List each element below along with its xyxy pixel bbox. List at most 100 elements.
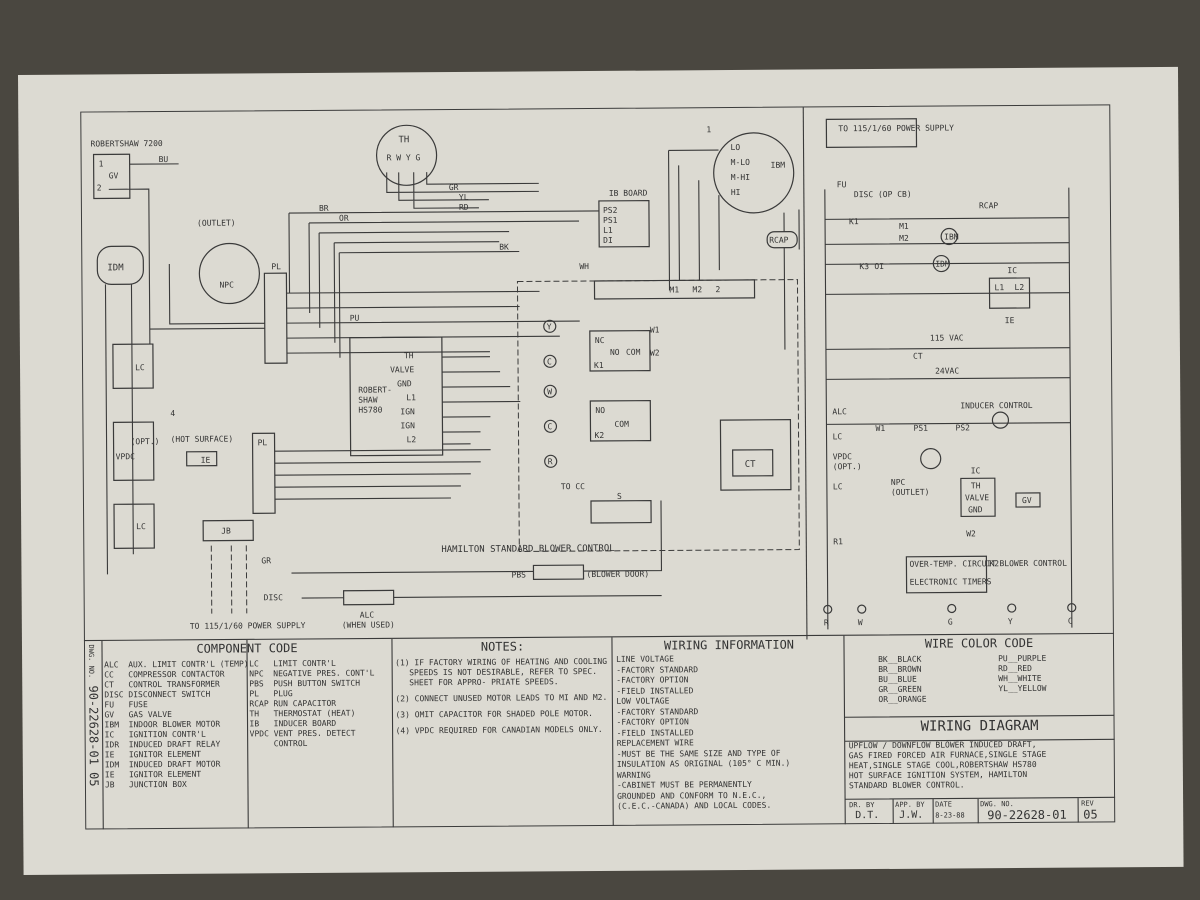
alc-note: (WHEN USED) [342, 620, 395, 629]
note-item: (2) CONNECT UNUSED MOTOR LEADS TO MI AND… [395, 692, 608, 704]
svg-text:L2: L2 [407, 435, 417, 444]
lc-label-1: LC [135, 363, 145, 372]
wiring-diagram-sheet: ROBERTSHAW 7200 1 GV 2 BU IDM TH R W Y G… [18, 66, 1184, 875]
jb-disc-label: DISC [264, 593, 284, 602]
blower-control-label: HAMILTON STANDARD BLOWER CONTROL [441, 544, 614, 555]
callout-4: 4 [170, 409, 175, 418]
relay-k1-com: COM [626, 348, 641, 357]
ladder-power-supply-box [825, 118, 918, 148]
control-transformer [732, 449, 774, 477]
ladder-m2-label: M2 [899, 234, 909, 243]
ladder-oi-label: OI [874, 262, 884, 271]
wire-label-wh: WH [579, 262, 589, 271]
diagram-title: WIRING DIAGRAM [920, 717, 1039, 735]
dr-by-label: DR. BY [849, 801, 875, 810]
ladder-idm-label: IDM [935, 259, 950, 268]
robertshaw-hs780 [349, 336, 444, 457]
wiring-info-line: (C.E.C.-CANADA) AND LOCAL CODES. [617, 800, 772, 811]
wire-label-bk: BK [499, 243, 509, 252]
hs780-label-3: HS780 [358, 405, 382, 414]
svg-text:IGN: IGN [400, 407, 415, 416]
blower-motor [713, 132, 795, 214]
thermostat-terminals: R W Y G [387, 153, 421, 162]
side-title-block: DWG. NO. 90-22628-01 05 [86, 644, 101, 824]
svg-text:GND: GND [397, 379, 412, 388]
motor-tap-hi: HI [731, 188, 741, 197]
ladder-inducer-control [991, 411, 1010, 429]
dwg-no-value: 90-22628-01 [987, 807, 1067, 823]
alc-label: ALC [360, 611, 375, 620]
relay-k2-com: COM [614, 420, 629, 429]
ib-board-title: IB BOARD [609, 189, 648, 198]
hs780-label: ROBERT- [358, 385, 392, 394]
s-terminal-label: S [617, 492, 622, 501]
relay-k1-k1: K1 [594, 361, 604, 370]
ladder-blower-control-box [905, 555, 988, 594]
ib-pin-ps1: PS1 [603, 216, 618, 225]
svg-text:(OPT.): (OPT.) [833, 462, 862, 471]
motor-tap-mhi: M-HI [731, 173, 751, 182]
component-code-row: NPC NEGATIVE PRES. CONT'L [249, 668, 375, 679]
ladder-k1-label: K1 [849, 217, 859, 226]
svg-text:LC: LC [833, 432, 843, 441]
relay-k2 [589, 399, 652, 442]
svg-text:Y: Y [1008, 617, 1013, 626]
date-label: DATE [935, 800, 953, 809]
ib-pin-di: DI [603, 236, 613, 245]
pbs-label: PBS [511, 570, 526, 579]
wiring-info-list: LINE VOLTAGE-FACTORY STANDARD-FACTORY OP… [616, 653, 843, 812]
svg-text:Y: Y [547, 322, 552, 331]
rcap-label: RCAP [769, 236, 789, 245]
component-code-left: ALC AUX. LIMIT CONTR'L (TEMP)CC COMPRESS… [104, 659, 250, 790]
callout-1: 1 [706, 125, 711, 134]
app-by-label: APP. BY [895, 800, 925, 809]
diagram-description: UPFLOW / DOWNFLOW BLOWER INDUCED DRAFT,G… [849, 739, 1111, 791]
svg-text:C: C [1068, 617, 1073, 626]
ladder-m1-label: M1 [899, 222, 909, 231]
gv-pin-1: 1 [99, 159, 104, 168]
ib-pin-l1: L1 [603, 226, 613, 235]
m1-label: M1 [669, 285, 679, 294]
jb-gr-label: GR [261, 556, 271, 565]
ladder-npc-label: NPC [891, 478, 906, 487]
blower-control-bottom-strip [590, 499, 652, 524]
svg-text:W: W [547, 387, 552, 396]
relay-k2-k2: K2 [594, 431, 604, 440]
ladder-power-label: TO 115/1/60 POWER SUPPLY [838, 123, 954, 133]
notes-title: NOTES: [480, 639, 525, 654]
ladder-k3-label: K3 [859, 262, 869, 271]
ladder-otc-label: OVER-TEMP. CIRCUIT [909, 559, 996, 569]
ladder-ps2-label: PS2 [955, 423, 970, 432]
relay-k1-nc: NC [595, 336, 605, 345]
ladder-inducer-label: INDUCER CONTROL [960, 401, 1032, 411]
wire-color-entry: OR__ORANGE [878, 694, 927, 705]
idm-label: IDM [107, 263, 124, 273]
pbs-note: (BLOWER DOOR) [586, 570, 649, 579]
plug-lower [251, 432, 276, 514]
ladder-et-label: ELECTRONIC TIMERS [910, 577, 992, 587]
component-code-row: ALC AUX. LIMIT CONTR'L (TEMP) [104, 659, 249, 670]
w2-label: W2 [650, 349, 660, 358]
ladder-ic-box [988, 277, 1031, 309]
jb-label: JB [221, 527, 231, 536]
relay-k1-no: NO [610, 348, 620, 357]
run-capacitor [766, 231, 798, 249]
diagram-title-panel: WIRING DIAGRAM UPFLOW / DOWNFLOW BLOWER … [849, 717, 1111, 791]
title-block: DR. BY D.T. APP. BY J.W. DATE 8-23-88 DW… [847, 798, 1115, 824]
ladder-ibm-label: IBM [944, 232, 959, 241]
plug-lower-label: PL [258, 438, 268, 447]
limit-control-1 [112, 343, 154, 389]
ib-board-pins: PS2 [603, 206, 618, 215]
wire-label-gr: GR [449, 183, 459, 192]
ladder-ic-label: IC [1007, 266, 1017, 275]
ladder-ct-label: CT [913, 352, 923, 361]
gv-label: GV [109, 171, 119, 180]
bottom-power-supply-label: TO 115/1/60 POWER SUPPLY [190, 621, 306, 631]
relay-k2-no: NO [595, 406, 605, 415]
aux-limit-control [343, 589, 395, 606]
wiring-info-title: WIRING INFORMATION [663, 637, 795, 653]
robertshaw-gas-valve [92, 153, 131, 200]
ladder-disc-label: DISC (OP CB) [854, 190, 912, 199]
dwg-no-label: DWG. NO. [980, 800, 1014, 809]
